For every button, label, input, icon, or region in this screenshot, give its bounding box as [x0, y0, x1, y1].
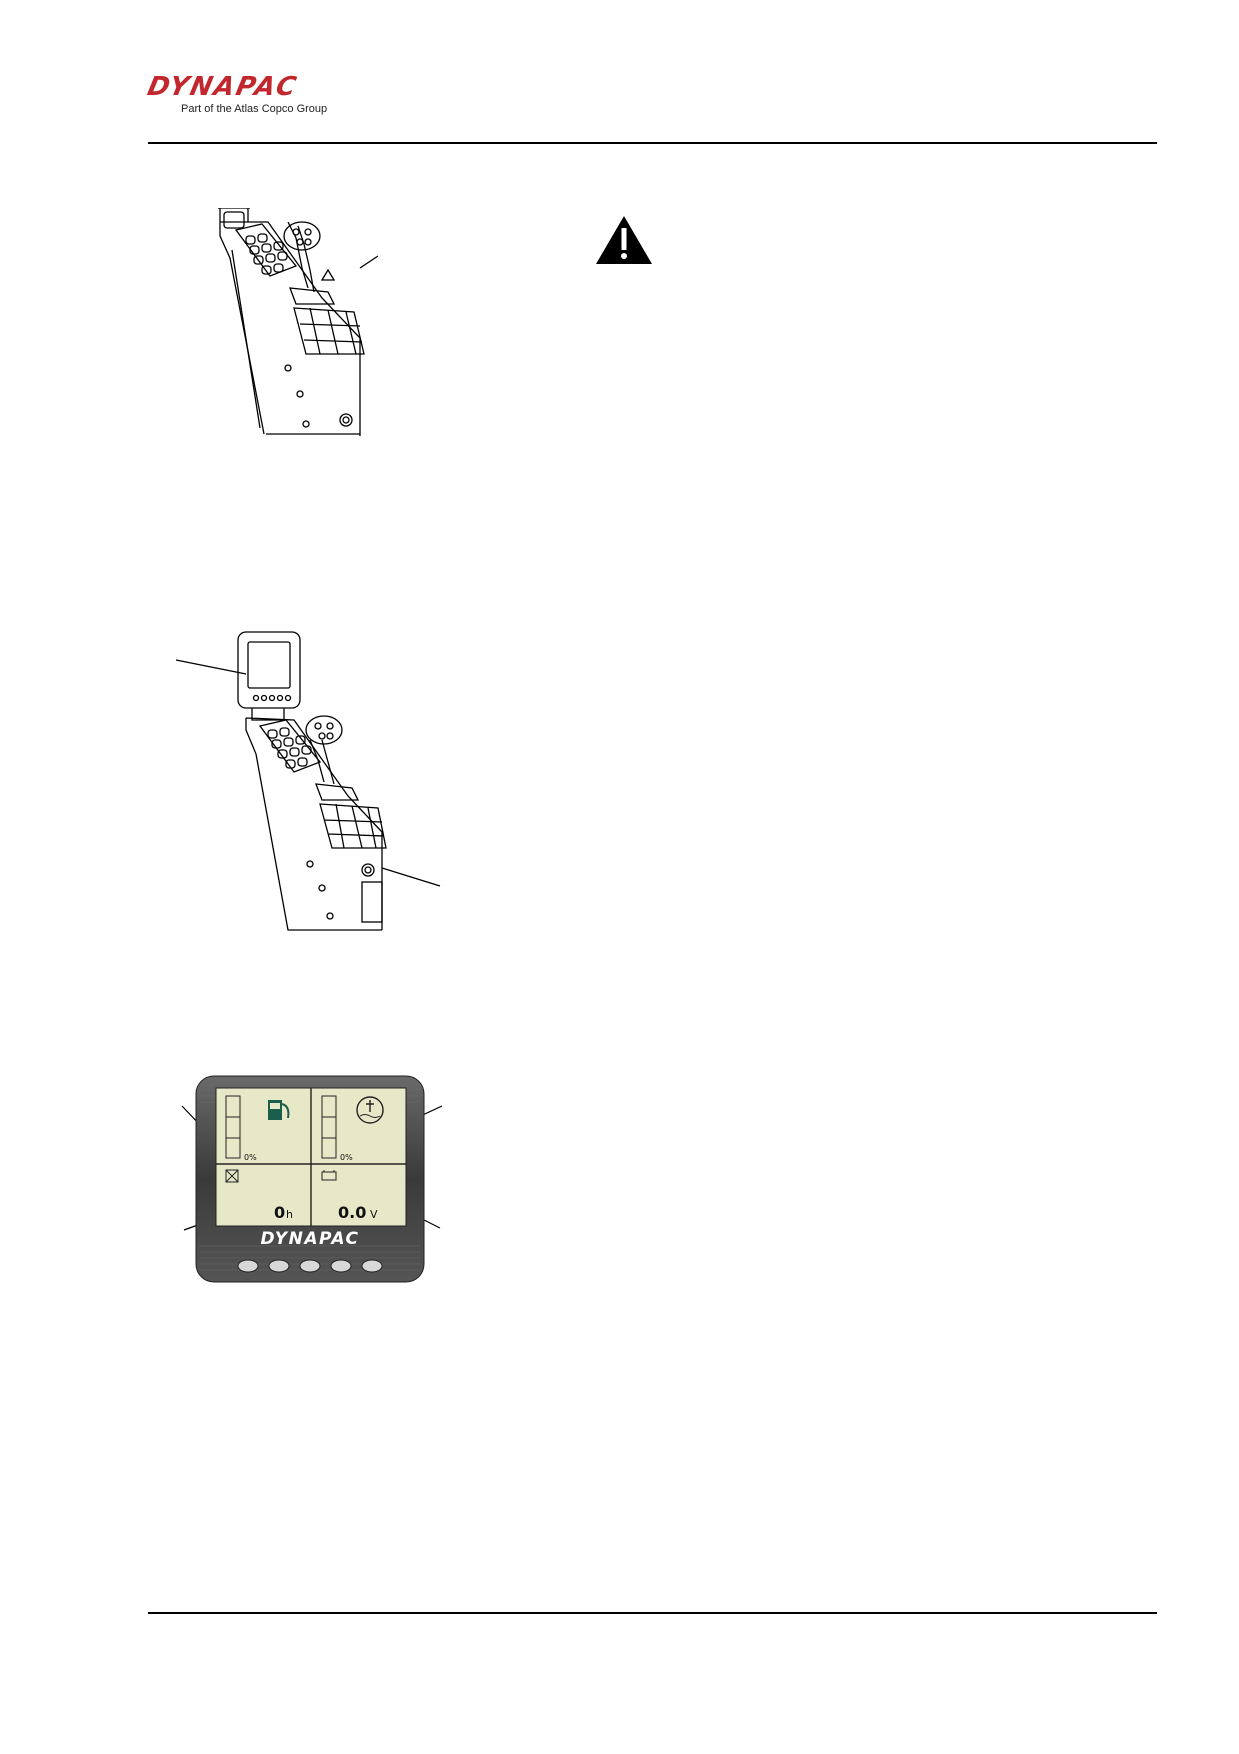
logo-tagline: Part of the Atlas Copco Group — [181, 103, 328, 115]
header-rule — [148, 142, 1157, 144]
display-button-3[interactable] — [299, 1259, 321, 1273]
display-button-2[interactable] — [268, 1259, 290, 1273]
fuel-percent: 0% — [244, 1153, 257, 1162]
voltage-unit: V — [370, 1208, 378, 1221]
hours-unit: h — [286, 1208, 293, 1221]
temp-percent: 0% — [340, 1153, 353, 1162]
voltage-value: 0.0 — [338, 1203, 366, 1222]
fuel-pump-icon — [268, 1100, 290, 1120]
console-joystick-illustration — [218, 208, 379, 436]
hourglass-icon — [225, 1169, 239, 1183]
display-button-1[interactable] — [237, 1259, 259, 1273]
display-button-4[interactable] — [330, 1259, 352, 1273]
console-with-display-illustration — [175, 631, 441, 931]
hours-value: 0 — [274, 1203, 285, 1222]
display-brand: DYNAPAC — [261, 1229, 360, 1249]
footer-rule — [148, 1612, 1157, 1614]
dynapac-logo: DYNAPAC — [144, 72, 301, 102]
battery-icon — [321, 1170, 337, 1181]
coolant-temperature-icon — [356, 1096, 384, 1124]
instrument-display: 0% 0% 0 h 0.0 V DYNAPAC — [181, 1075, 443, 1283]
display-button-row — [237, 1259, 383, 1273]
warning-triangle-icon — [596, 216, 652, 264]
display-button-5[interactable] — [361, 1259, 383, 1273]
